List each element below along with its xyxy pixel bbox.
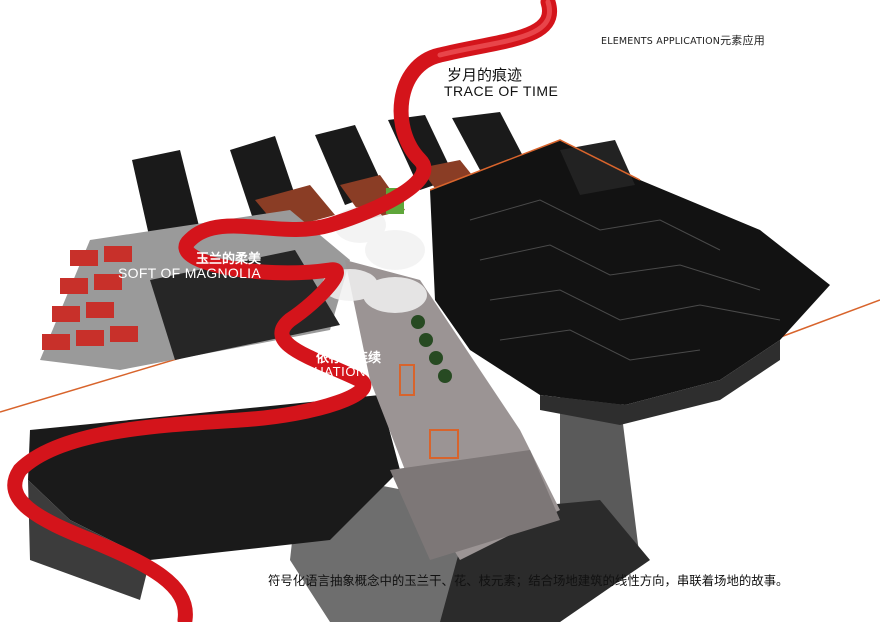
- roof-strip: [452, 112, 525, 170]
- site-boundary-line: [777, 299, 880, 339]
- caption: 符号化语言抽象概念中的玉兰干、花、枝元素；结合场地建筑的线性方向，串联着场地的故…: [268, 573, 789, 588]
- red-canopy-group: [42, 246, 138, 350]
- site-boundary-line: [0, 351, 201, 413]
- intertwined-label-en: INTERTWINED CONTINUATION: [160, 364, 367, 379]
- trace-label-cn: 岁月的痕迹: [447, 66, 523, 84]
- red-ribbon: [7, 0, 557, 622]
- plaza-paving-feature: [399, 364, 415, 396]
- tree: [429, 351, 443, 365]
- header-label-en: ELEMENTS APPLICATION: [601, 36, 721, 47]
- orange-edge-line: [429, 139, 641, 191]
- tree: [411, 315, 425, 329]
- trace-label-en: TRACE OF TIME: [444, 83, 559, 99]
- section-header: ELEMENTS APPLICATION元素应用: [601, 32, 765, 48]
- red-ribbon-highlight: [437, 0, 553, 58]
- building-block-east-face: [540, 340, 780, 425]
- magnolia-label-en: SOFT OF MAGNOLIA: [118, 265, 262, 281]
- roof-strip: [132, 150, 200, 240]
- header-label-cn: 元素应用: [720, 34, 765, 47]
- magnolia-label-cn: 玉兰的柔美: [196, 252, 262, 267]
- tree: [438, 369, 452, 383]
- tree: [419, 333, 433, 347]
- plaza: [390, 450, 560, 560]
- intertwined-label-cn: 依存的连续: [316, 351, 382, 366]
- roof-tower: [560, 140, 635, 195]
- roof-outline-lines: [469, 199, 781, 361]
- plaza-paving-feature: [429, 429, 459, 459]
